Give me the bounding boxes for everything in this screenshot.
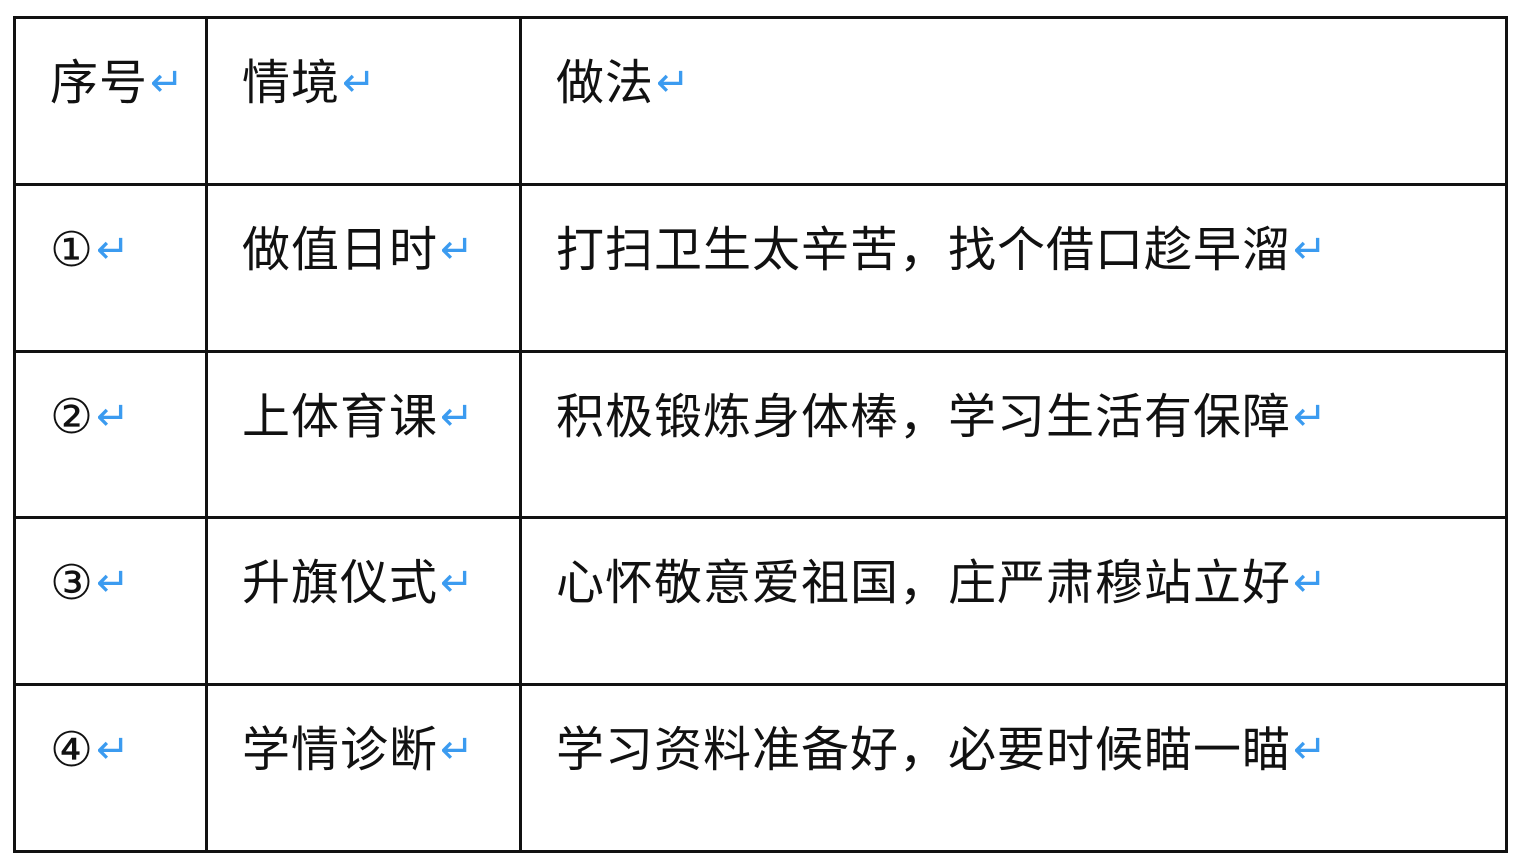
header-situation-cell: 情境↵ [205, 16, 522, 186]
row-action-cell: 心怀敬意爱祖国，庄严肃穆站立好↵ [519, 516, 1508, 687]
row-situation: 上体育课 [242, 388, 439, 445]
row-situation-cell: 上体育课↵ [205, 349, 522, 520]
paragraph-mark-icon: ↵ [96, 560, 131, 607]
row-situation-cell: 升旗仪式↵ [205, 516, 522, 687]
table-row: ②↵ 上体育课↵ 积极锻炼身体棒，学习生活有保障↵ [13, 349, 1508, 520]
header-action-cell: 做法↵ [519, 16, 1508, 186]
paragraph-mark-icon: ↵ [1293, 226, 1328, 273]
row-index-cell: ④↵ [13, 683, 208, 853]
paragraph-mark-icon: ↵ [440, 727, 475, 774]
row-index-cell: ②↵ [13, 349, 208, 520]
row-situation: 学情诊断 [242, 722, 439, 779]
row-action-cell: 学习资料准备好，必要时候瞄一瞄↵ [519, 683, 1508, 853]
situation-table: 序号↵ 情境↵ 做法↵ ①↵ 做值日时↵ 打扫卫生太辛苦，找个借口趁早溜↵ ②↵ [13, 16, 1508, 853]
paragraph-mark-icon: ↵ [440, 226, 475, 273]
row-action-cell: 打扫卫生太辛苦，找个借口趁早溜↵ [519, 182, 1508, 353]
paragraph-mark-icon: ↵ [1293, 727, 1328, 774]
row-action: 打扫卫生太辛苦，找个借口趁早溜 [556, 221, 1292, 278]
paragraph-mark-icon: ↵ [656, 60, 691, 106]
row-index: ③ [50, 555, 95, 612]
table-header-row: 序号↵ 情境↵ 做法↵ [13, 16, 1508, 186]
table-row: ③↵ 升旗仪式↵ 心怀敬意爱祖国，庄严肃穆站立好↵ [13, 516, 1508, 687]
row-index-cell: ①↵ [13, 182, 208, 353]
header-index-label: 序号 [50, 55, 149, 111]
row-action-cell: 积极锻炼身体棒，学习生活有保障↵ [519, 349, 1508, 520]
row-index: ② [50, 388, 95, 445]
row-situation-cell: 学情诊断↵ [205, 683, 522, 853]
paragraph-mark-icon: ↵ [440, 560, 475, 607]
row-index: ④ [50, 722, 95, 779]
table-row: ④↵ 学情诊断↵ 学习资料准备好，必要时候瞄一瞄↵ [13, 683, 1508, 853]
paragraph-mark-icon: ↵ [1293, 560, 1328, 607]
paragraph-mark-icon: ↵ [1293, 393, 1328, 440]
paragraph-mark-icon: ↵ [150, 60, 185, 106]
row-situation: 升旗仪式 [242, 555, 439, 612]
row-situation: 做值日时 [242, 221, 439, 278]
row-action: 积极锻炼身体棒，学习生活有保障 [556, 388, 1292, 445]
row-situation-cell: 做值日时↵ [205, 182, 522, 353]
paragraph-mark-icon: ↵ [96, 393, 131, 440]
table-row: ①↵ 做值日时↵ 打扫卫生太辛苦，找个借口趁早溜↵ [13, 182, 1508, 353]
header-situation-label: 情境 [242, 55, 341, 111]
row-action: 学习资料准备好，必要时候瞄一瞄 [556, 722, 1292, 779]
paragraph-mark-icon: ↵ [342, 60, 377, 106]
row-index-cell: ③↵ [13, 516, 208, 687]
row-index: ① [50, 221, 95, 278]
header-action-label: 做法 [556, 55, 655, 111]
header-index-cell: 序号↵ [13, 16, 208, 186]
paragraph-mark-icon: ↵ [96, 727, 131, 774]
paragraph-mark-icon: ↵ [96, 226, 131, 273]
paragraph-mark-icon: ↵ [440, 393, 475, 440]
row-action: 心怀敬意爱祖国，庄严肃穆站立好 [556, 555, 1292, 612]
